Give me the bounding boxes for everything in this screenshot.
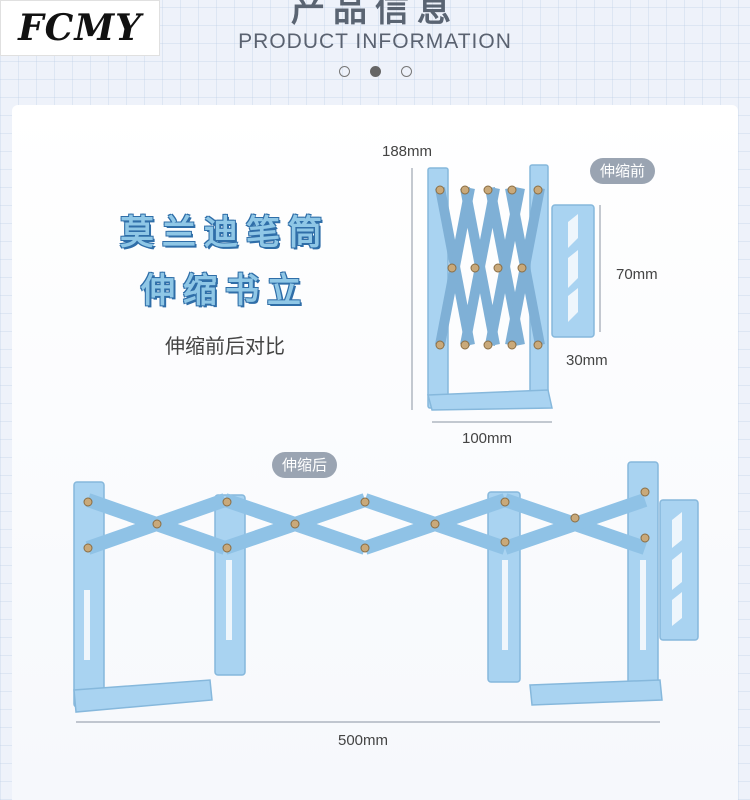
headline-line-1: 莫兰迪笔筒 xyxy=(120,213,330,253)
pager-dot[interactable] xyxy=(338,66,350,77)
headline-line-2: 伸缩书立 xyxy=(141,271,309,311)
before-product xyxy=(427,164,595,411)
carousel-pager xyxy=(0,66,750,77)
brand-logo-text: FCMY xyxy=(18,7,142,49)
before-rivets xyxy=(435,185,543,350)
dim-width-before: 100mm xyxy=(462,430,513,447)
comparison-subtitle: 伸缩前后对比 xyxy=(165,334,285,358)
pager-dot-active[interactable] xyxy=(369,66,381,77)
dim-height: 188mm xyxy=(382,143,433,160)
after-rivets xyxy=(83,487,650,553)
after-product xyxy=(73,461,699,713)
dim-holder-height: 70mm xyxy=(616,266,658,283)
before-tag: 伸缩前 xyxy=(590,158,656,184)
after-tag: 伸缩后 xyxy=(272,452,338,478)
pager-dot[interactable] xyxy=(400,66,412,77)
page-title-english: PRODUCT INFORMATION xyxy=(238,30,512,53)
page-title-chinese: 产品信息 xyxy=(291,0,459,30)
brand-logo: FCMY xyxy=(0,0,160,56)
dim-width-after: 500mm xyxy=(338,732,389,749)
dim-depth: 30mm xyxy=(566,352,608,369)
